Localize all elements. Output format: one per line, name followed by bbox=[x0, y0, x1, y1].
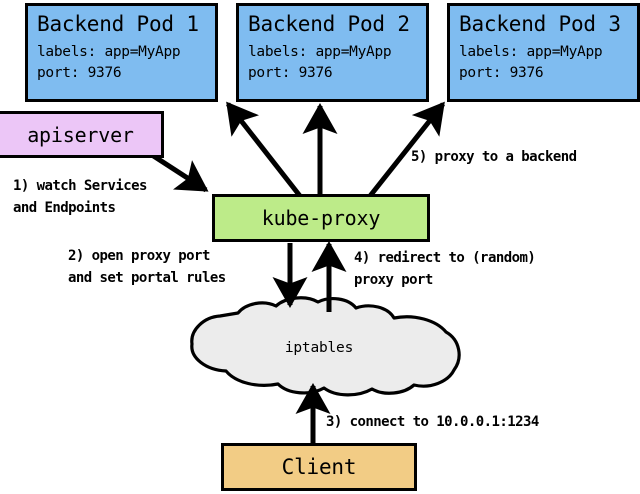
edge-kubeproxy-to-pod1 bbox=[226, 101, 302, 198]
iptables-label: iptables bbox=[284, 340, 354, 356]
backend-pod-2-title: Backend Pod 2 bbox=[248, 12, 410, 36]
step-4-label-line2: proxy port bbox=[354, 272, 433, 288]
backend-pod-2-box: Backend Pod 2 labels: app=MyApp port: 93… bbox=[236, 3, 429, 102]
backend-pod-1-labels: labels: app=MyApp bbox=[37, 44, 181, 60]
edge-kubeproxy-to-pod3 bbox=[368, 101, 445, 198]
apiserver-box: apiserver bbox=[0, 111, 164, 158]
backend-pod-3-port: port: 9376 bbox=[459, 65, 544, 81]
backend-pod-1-title: Backend Pod 1 bbox=[37, 12, 199, 36]
kube-proxy-label: kube-proxy bbox=[261, 206, 381, 230]
client-box: Client bbox=[221, 443, 417, 491]
backend-pod-2-port: port: 9376 bbox=[248, 65, 333, 81]
backend-pod-3-title: Backend Pod 3 bbox=[459, 12, 621, 36]
kube-proxy-box: kube-proxy bbox=[212, 194, 430, 242]
backend-pod-1-port: port: 9376 bbox=[37, 65, 122, 81]
backend-pod-2-labels: labels: app=MyApp bbox=[248, 44, 392, 60]
step-4-label-line1: 4) redirect to (random) bbox=[354, 250, 536, 266]
backend-pod-1-box: Backend Pod 1 labels: app=MyApp port: 93… bbox=[25, 3, 218, 102]
step-1-label-line2: and Endpoints bbox=[13, 200, 116, 216]
apiserver-label: apiserver bbox=[27, 122, 134, 147]
step-2-label-line2: and set portal rules bbox=[68, 270, 226, 286]
client-label: Client bbox=[281, 455, 357, 479]
backend-pod-3-box: Backend Pod 3 labels: app=MyApp port: 93… bbox=[447, 3, 640, 102]
step-2-label-line1: 2) open proxy port bbox=[68, 248, 210, 264]
step-3-label-line1: 3) connect to 10.0.0.1:1234 bbox=[326, 414, 539, 430]
step-1-label-line1: 1) watch Services bbox=[13, 178, 148, 194]
step-5-label-line1: 5) proxy to a backend bbox=[411, 149, 577, 165]
iptables-cloud-shape bbox=[190, 296, 461, 397]
backend-pod-3-labels: labels: app=MyApp bbox=[459, 44, 603, 60]
edge-apiserver-to-kubeproxy bbox=[150, 152, 209, 193]
